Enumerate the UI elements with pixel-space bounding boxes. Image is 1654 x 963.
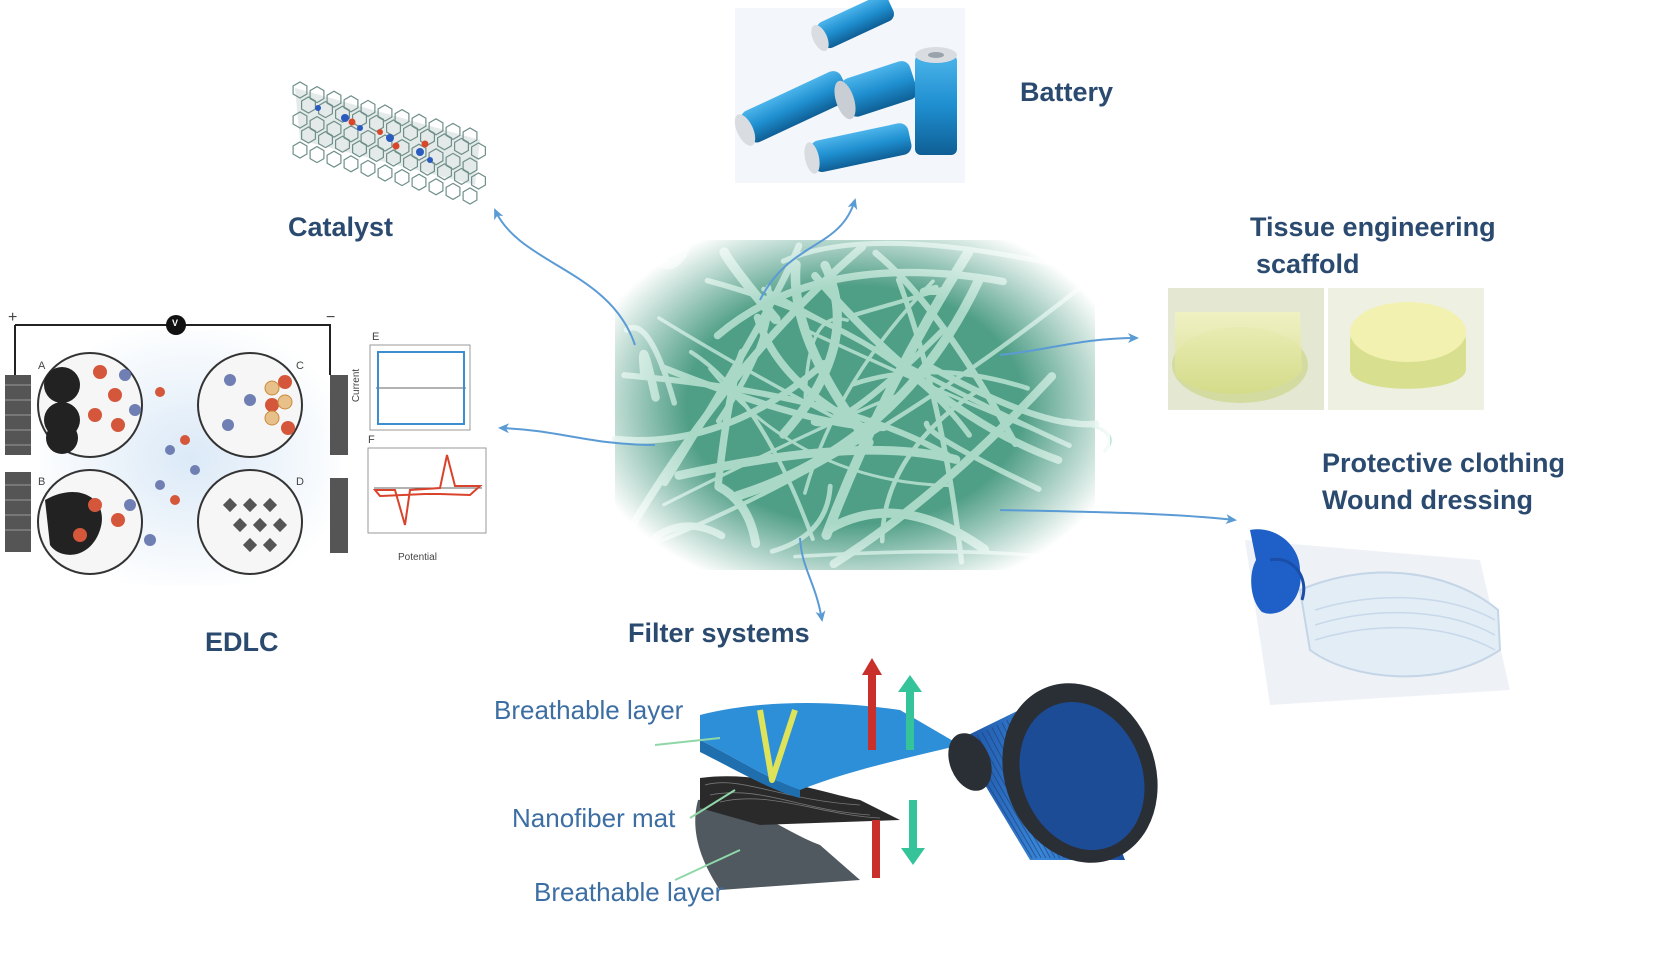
lattice-hexagon <box>335 105 350 123</box>
carbon-nanotube-icon <box>285 70 486 205</box>
catalyst-label: Catalyst <box>288 212 394 242</box>
lattice-hexagon <box>403 153 418 172</box>
lattice-hexagon <box>326 150 342 168</box>
filter-systems-label: Filter systems <box>628 618 810 648</box>
breathable-layer-top-label: Breathable layer <box>494 695 684 725</box>
lattice-hexagon <box>326 120 342 138</box>
battery-cells-icon <box>734 0 965 183</box>
arrow-to-filter <box>799 537 826 622</box>
lattice-hexagon <box>292 81 308 99</box>
lattice-hexagon <box>309 145 325 164</box>
lattice-hexagon <box>411 173 427 191</box>
arrow-to-tissue <box>999 333 1139 356</box>
lattice-hexagon <box>343 95 359 113</box>
lattice-hexagon <box>428 118 444 136</box>
lattice-hexagon <box>411 143 427 161</box>
edlc-minus-sign: − <box>326 309 336 326</box>
lattice-hexagon <box>445 122 461 141</box>
mask-glove-icon <box>1245 529 1510 705</box>
lattice-hexagon <box>301 96 316 114</box>
lattice-hexagon <box>343 155 359 173</box>
panel-e-label: E <box>372 331 380 343</box>
lattice-hexagon <box>428 148 444 166</box>
edlc-label-c: C <box>296 360 304 372</box>
potential-axis-label: Potential <box>398 552 437 563</box>
lattice-hexagon <box>309 85 325 104</box>
edlc-label-b: B <box>38 476 46 488</box>
lattice-hexagon <box>437 133 452 151</box>
lattice-hexagon <box>360 159 376 178</box>
current-axis-label: Current <box>351 368 363 403</box>
lattice-hexagon <box>454 137 469 156</box>
filter-layers-illustration <box>634 650 1004 895</box>
edlc-label: EDLC <box>205 627 279 657</box>
lattice-hexagon <box>403 123 418 142</box>
lattice-hexagon <box>360 129 376 148</box>
lattice-hexagon <box>462 157 478 175</box>
lattice-hexagon <box>386 119 401 137</box>
protective-label-line1: Protective clothing <box>1322 448 1566 478</box>
breathable-layer-bottom-label: Breathable layer <box>534 877 724 907</box>
lattice-hexagon <box>352 140 367 158</box>
lattice-hexagon <box>335 135 350 153</box>
lattice-hexagon <box>445 182 461 201</box>
lattice-hexagon <box>360 99 376 118</box>
lattice-hexagon <box>318 130 333 149</box>
lattice-hexagon <box>369 144 384 163</box>
lattice-hexagon <box>445 152 461 171</box>
nanofiber-mesh-image <box>600 225 1112 585</box>
tissue-label-line2: scaffold <box>1256 249 1360 279</box>
lattice-hexagon <box>394 168 410 187</box>
edlc-label-d: D <box>296 476 304 488</box>
lattice-hexagon <box>462 187 478 205</box>
lattice-hexagon <box>369 114 384 133</box>
panel-f-label: F <box>368 434 375 446</box>
lattice-hexagon <box>394 108 410 127</box>
tissue-label-line1: Tissue engineering <box>1250 212 1496 242</box>
lattice-hexagon <box>471 142 486 160</box>
lattice-hexagon <box>326 90 342 108</box>
lattice-hexagon <box>462 127 478 145</box>
arrow-to-protective <box>999 509 1237 525</box>
arrow-to-edlc <box>498 423 656 446</box>
scaffold-disc-icon <box>1168 288 1484 410</box>
lattice-hexagon <box>420 158 435 176</box>
lattice-hexagon <box>386 149 401 167</box>
arrow-to-battery <box>759 198 858 301</box>
lattice-hexagon <box>428 178 444 196</box>
air-filter-icon <box>948 683 1158 863</box>
lattice-hexagon <box>309 115 325 134</box>
lattice-hexagon <box>301 126 316 144</box>
lattice-hexagon <box>437 163 452 181</box>
battery-label: Battery <box>1020 77 1114 107</box>
bottom-layer-shape <box>695 799 860 890</box>
edlc-plus-sign: + <box>8 309 18 326</box>
lattice-hexagon <box>377 164 393 182</box>
application-arrows <box>494 198 1237 622</box>
lattice-hexagon <box>411 113 427 131</box>
edlc-schematic <box>0 312 490 590</box>
lattice-hexagon <box>471 172 486 190</box>
lattice-hexagon <box>377 104 393 122</box>
nanofiber-mat-label: Nanofiber mat <box>512 803 676 833</box>
protective-label-line2: Wound dressing <box>1322 485 1534 515</box>
arrow-to-catalyst <box>494 208 636 346</box>
lattice-hexagon <box>292 141 308 159</box>
lattice-hexagon <box>454 167 469 186</box>
voltmeter-icon: V <box>172 318 179 328</box>
lattice-hexagon <box>292 111 308 129</box>
edlc-label-a: A <box>38 360 46 372</box>
